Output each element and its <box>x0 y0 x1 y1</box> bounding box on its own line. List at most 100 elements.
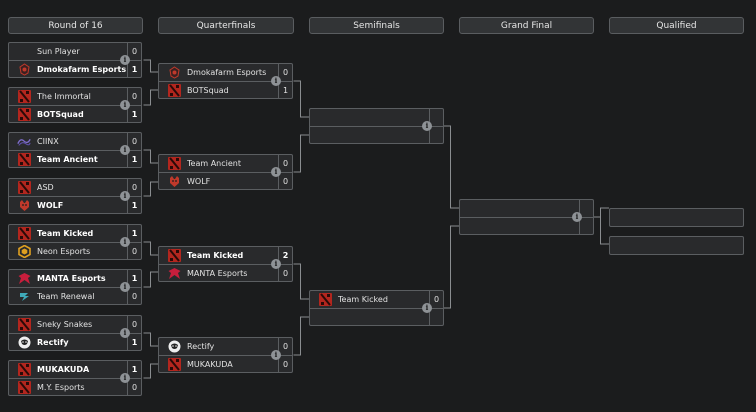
team-name: The Immortal <box>37 92 91 101</box>
team-row-neon-esports[interactable]: Neon Esports 0 <box>9 242 141 260</box>
team-score: 0 <box>278 355 292 373</box>
team-name: BOTSquad <box>37 109 84 119</box>
team-row-botsquad[interactable]: BOTSquad 1 <box>9 105 141 123</box>
team-row-tbd[interactable] <box>310 109 443 126</box>
team-row-mukakuda[interactable]: MUKAKUDA 0 <box>159 355 292 373</box>
team-score: 0 <box>278 264 292 282</box>
match-info-icon[interactable]: i <box>120 55 130 65</box>
team-score: 0 <box>127 242 141 260</box>
team-row-tbd[interactable] <box>460 217 593 235</box>
team-score: 0 <box>278 64 292 81</box>
team-row-tbd[interactable] <box>310 126 443 144</box>
team-row-ciinx[interactable]: CIINX 0 <box>9 133 141 150</box>
team-name: MUKAKUDA <box>187 359 233 369</box>
match-info-icon[interactable]: i <box>120 282 130 292</box>
match-info-icon[interactable]: i <box>120 191 130 201</box>
team-name: MANTA Esports <box>187 268 248 278</box>
team-name: Team Kicked <box>37 229 94 238</box>
team-name: Team Kicked <box>187 251 244 260</box>
team-logo-dota-icon <box>17 380 31 394</box>
match-info-icon[interactable]: i <box>422 303 432 313</box>
team-name: Team Ancient <box>187 159 241 168</box>
team-name: WOLF <box>187 176 211 186</box>
team-name: BOTSquad <box>187 85 229 95</box>
team-score: 0 <box>278 172 292 190</box>
team-score: 1 <box>127 105 141 123</box>
match-grand-final-1[interactable]: i <box>459 199 594 235</box>
match-info-icon[interactable]: i <box>120 145 130 155</box>
team-name: Rectify <box>37 337 69 347</box>
match-info-icon[interactable]: i <box>120 373 130 383</box>
team-logo-wolf-icon <box>17 198 31 212</box>
team-row-wolf[interactable]: WOLF 0 <box>159 172 292 190</box>
match-semifinals-1[interactable]: i <box>309 108 444 144</box>
team-logo-dota-icon <box>167 357 181 371</box>
team-name: Sneky Snakes <box>37 320 93 329</box>
header-round-of-16: Round of 16 <box>8 17 143 34</box>
team-score: 0 <box>127 43 141 60</box>
match-info-icon[interactable]: i <box>572 212 582 222</box>
team-logo-dota-icon <box>17 227 31 241</box>
team-row-manta-esports[interactable]: MANTA Esports 0 <box>159 264 292 282</box>
team-score: 0 <box>127 287 141 305</box>
team-score: 1 <box>127 196 141 214</box>
team-name: CIINX <box>37 137 59 146</box>
header-semifinals: Semifinals <box>309 17 444 34</box>
match-info-icon[interactable]: i <box>271 76 281 86</box>
match-info-icon[interactable]: i <box>271 259 281 269</box>
empty-logo-slot <box>17 45 31 59</box>
match-info-icon[interactable]: i <box>120 100 130 110</box>
match-info-icon[interactable]: i <box>120 328 130 338</box>
match-info-icon[interactable]: i <box>120 237 130 247</box>
team-row-tbd[interactable] <box>460 200 593 217</box>
team-row-team-ancient[interactable]: Team Ancient 0 <box>159 155 292 172</box>
team-score: 0 <box>278 155 292 172</box>
team-score: 1 <box>127 361 141 378</box>
match-info-icon[interactable]: i <box>271 167 281 177</box>
team-name: Team Kicked <box>338 295 388 304</box>
match-info-icon[interactable]: i <box>271 350 281 360</box>
team-name: ASD <box>37 183 54 192</box>
team-score <box>429 126 443 144</box>
match-info-icon[interactable]: i <box>422 121 432 131</box>
team-score: 0 <box>127 133 141 150</box>
team-row-tbd[interactable] <box>310 308 443 326</box>
team-logo-wolf-icon <box>167 174 181 188</box>
team-score <box>429 109 443 126</box>
header-grand-final: Grand Final <box>459 17 594 34</box>
team-name: M.Y. Esports <box>37 382 85 392</box>
team-name: Neon Esports <box>37 246 91 256</box>
